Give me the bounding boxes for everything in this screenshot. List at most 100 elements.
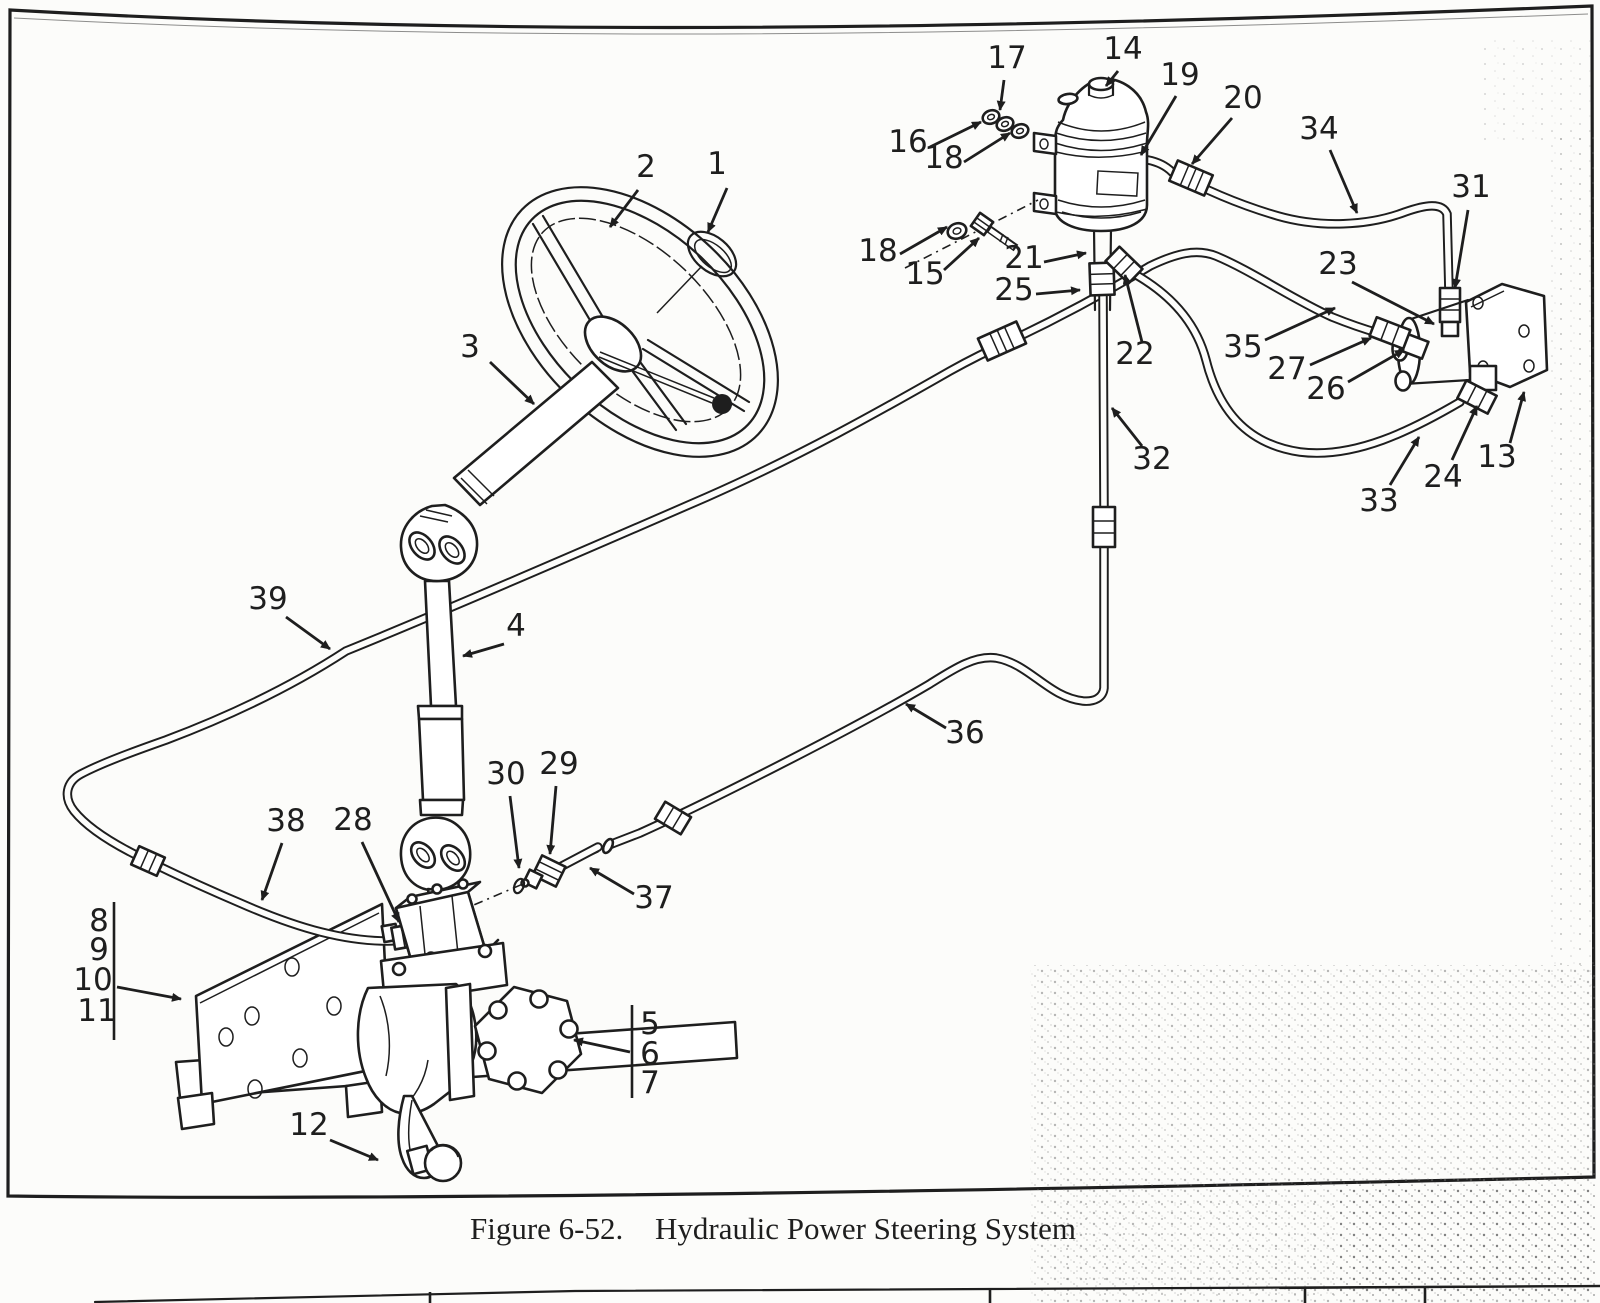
leader-arrow: [589, 866, 635, 896]
fitting-25: [1088, 261, 1116, 297]
leader-arrow: [546, 785, 558, 855]
callout-8: 8: [89, 903, 109, 939]
tube-coupling: [653, 800, 693, 836]
leader-arrow: [285, 615, 331, 651]
leader-arrow: [608, 189, 640, 228]
leader-arrow: [1190, 117, 1234, 165]
leader-arrow: [573, 1037, 631, 1054]
leader-arrow: [1452, 209, 1470, 289]
callout-25: 25: [994, 272, 1033, 308]
leader-arrow: [329, 1138, 379, 1162]
leader-arrow: [1328, 149, 1359, 214]
callout-39: 39: [248, 581, 287, 617]
callout-16: 16: [888, 124, 927, 160]
leader-arrow: [1450, 405, 1479, 461]
pump: [1368, 282, 1549, 415]
steering-wheel: [501, 186, 779, 458]
elbow-23: [1440, 320, 1460, 338]
callout-12: 12: [289, 1107, 328, 1143]
callout-15: 15: [905, 256, 944, 292]
hose-fitting-20: [1167, 159, 1215, 197]
callout-21: 21: [1004, 240, 1043, 276]
scan-noise: [1030, 40, 1597, 1303]
callout-11: 11: [77, 993, 116, 1029]
mounting-strap-19: [1032, 131, 1148, 218]
caption: Figure 6-52. Hydraulic Power Steering Sy…: [470, 1211, 1076, 1246]
callout-28: 28: [333, 802, 372, 838]
callout-1: 1: [707, 146, 727, 182]
hose-coupling: [976, 320, 1028, 362]
callout-36: 36: [945, 715, 984, 751]
callout-38: 38: [266, 803, 305, 839]
callout-23: 23: [1318, 246, 1357, 282]
callout-35: 35: [1223, 329, 1262, 365]
leader-arrow: [899, 225, 948, 256]
leader-arrow: [1139, 95, 1178, 156]
leader-arrow: [1508, 391, 1526, 444]
callout-2: 2: [636, 149, 656, 185]
bolt-15: [969, 211, 1019, 252]
callout-18: 18: [924, 140, 963, 176]
callout-5: 5: [640, 1006, 660, 1042]
leader-arrow: [943, 236, 980, 272]
callout-4: 4: [506, 608, 526, 644]
callout-31: 31: [1451, 169, 1490, 205]
hose-20-34: [1148, 160, 1449, 292]
callout-layer: 1234567891011121314151617181819202122232…: [73, 31, 1526, 1162]
callout-37: 37: [634, 880, 673, 916]
hose-38-39-35: [67, 252, 1412, 941]
leader-arrow: [1104, 70, 1120, 87]
reservoir: [904, 76, 1150, 312]
callout-27: 27: [1267, 351, 1306, 387]
callout-30: 30: [486, 756, 525, 792]
tube-37-assembly: [454, 847, 600, 914]
motor-head-5-6-7: [444, 982, 583, 1102]
callout-29: 29: [539, 746, 578, 782]
leader-arrow: [1035, 286, 1081, 296]
horn-button: [712, 394, 732, 414]
nut-18: [946, 221, 968, 241]
callout-24: 24: [1423, 459, 1462, 495]
filler-cap: [1057, 76, 1115, 106]
leader-arrow: [489, 360, 535, 406]
callout-13: 13: [1477, 439, 1516, 475]
leader-arrow: [963, 131, 1011, 164]
callout-7: 7: [640, 1065, 660, 1101]
leader-arrow: [706, 187, 729, 233]
leader-arrow: [1347, 348, 1405, 384]
pitman-arm-12: [397, 1094, 463, 1183]
leader-arrow: [1388, 436, 1421, 486]
table-top-rule: [93, 1284, 1600, 1303]
leader-arrow: [360, 841, 401, 923]
o-ring-30: [512, 877, 526, 895]
leader-arrow: [1351, 280, 1435, 326]
leader-arrow: [929, 120, 982, 149]
callout-20: 20: [1223, 80, 1262, 116]
callout-32: 32: [1132, 441, 1171, 477]
callout-22: 22: [1115, 336, 1154, 372]
leader-arrow: [260, 842, 284, 901]
tee-fitting-22: [1104, 245, 1144, 285]
washers-16-17-18: [981, 108, 1030, 140]
callout-14: 14: [1103, 31, 1142, 67]
tube-32-36: [601, 296, 1117, 855]
coupling-27: [1368, 315, 1412, 351]
callout-33: 33: [1359, 483, 1398, 519]
callout-19: 19: [1160, 57, 1199, 93]
leader-arrow: [1264, 306, 1336, 342]
steering-gear: [356, 878, 583, 1183]
callout-6: 6: [640, 1036, 660, 1072]
leader-arrow: [1122, 274, 1144, 343]
callout-18: 18: [858, 233, 897, 269]
leader-arrow: [1043, 250, 1087, 264]
callout-10: 10: [73, 962, 112, 998]
steering-column: [399, 360, 620, 583]
technical-drawing: [67, 76, 1549, 1183]
callout-26: 26: [1306, 371, 1345, 407]
leader-arrow: [1110, 407, 1144, 447]
callout-17: 17: [987, 40, 1026, 76]
callout-3: 3: [460, 329, 480, 365]
leader-arrow: [996, 79, 1006, 111]
